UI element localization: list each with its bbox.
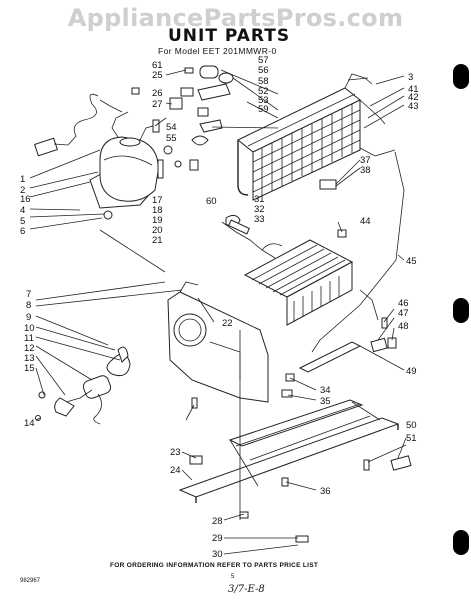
leader-lines	[29, 69, 407, 555]
callout-26: 26	[152, 88, 163, 99]
callout-46: 46	[398, 298, 409, 309]
part-code: 982967	[20, 578, 41, 584]
site-watermark: AppliancePartsPros.com	[67, 4, 404, 32]
diagram-title: UNIT PARTS	[168, 26, 291, 46]
callout-49: 49	[406, 366, 417, 377]
callout-56: 56	[258, 65, 269, 76]
callout-57: 57	[258, 55, 269, 66]
fan-shroud	[167, 281, 269, 403]
callout-11: 11	[24, 333, 34, 344]
callout-42: 42	[408, 92, 419, 103]
callout-55: 55	[166, 133, 177, 144]
callout-60: 60	[206, 196, 217, 207]
binder-hole-bottom	[453, 530, 469, 555]
callout-20: 20	[152, 225, 163, 236]
compressor	[89, 111, 159, 220]
callout-43: 43	[408, 101, 419, 112]
callout-9: 9	[26, 312, 31, 323]
callout-10: 10	[24, 323, 35, 334]
callout-25: 25	[152, 70, 163, 81]
callout-50: 50	[406, 420, 417, 431]
callout-17: 17	[152, 195, 163, 206]
handwritten-note: 3/7-E-8	[228, 584, 265, 595]
callout-3: 3	[408, 72, 413, 83]
condenser-coil	[237, 73, 396, 201]
callout-44: 44	[360, 216, 371, 227]
callout-22: 22	[222, 318, 233, 329]
callout-6: 6	[20, 226, 25, 237]
callout-8: 8	[26, 300, 31, 311]
callout-58: 58	[258, 76, 269, 87]
callout-59: 59	[258, 104, 269, 115]
relay-overload-parts	[131, 65, 234, 179]
binder-hole-middle	[453, 298, 469, 323]
callout-19: 19	[152, 215, 163, 226]
callout-24: 24	[170, 465, 181, 476]
callout-48: 48	[398, 321, 409, 332]
callout-5: 5	[20, 216, 25, 227]
callout-47: 47	[398, 308, 409, 319]
binder-hole-top	[453, 64, 469, 89]
drain-pan-parts	[189, 151, 412, 543]
callout-15: 15	[24, 363, 35, 374]
callout-29: 29	[212, 533, 223, 544]
fan-motor	[35, 346, 131, 425]
callout-54: 54	[166, 122, 177, 133]
callout-13: 13	[24, 353, 35, 364]
callout-2: 2	[20, 185, 25, 196]
ordering-note: FOR ORDERING INFORMATION REFER TO PARTS …	[110, 562, 319, 569]
callout-51: 51	[406, 433, 417, 444]
callout-1: 1	[20, 174, 25, 185]
callout-16: 16	[20, 194, 31, 205]
callout-52: 52	[258, 86, 269, 97]
callout-7: 7	[26, 289, 31, 300]
callout-33: 33	[254, 214, 265, 225]
callout-34: 34	[320, 385, 331, 396]
power-cord	[34, 93, 123, 157]
callout-45: 45	[406, 256, 417, 267]
reference-lines	[99, 229, 241, 520]
callout-4: 4	[20, 205, 25, 216]
callout-14: 14	[24, 418, 35, 429]
callout-numbers: 1 2 3 4 5 6 7 8 9 10 11 12 13 14 15 16 1…	[20, 55, 419, 560]
callout-37: 37	[360, 155, 371, 166]
callout-18: 18	[152, 205, 163, 216]
base-frame	[178, 399, 400, 503]
callout-36: 36	[320, 486, 331, 497]
callout-61: 61	[152, 60, 163, 71]
callout-23: 23	[170, 447, 181, 458]
callout-27: 27	[152, 99, 163, 110]
callout-32: 32	[254, 204, 265, 215]
callout-41: 41	[408, 84, 419, 95]
callout-35: 35	[320, 396, 331, 407]
callout-12: 12	[24, 343, 35, 354]
callout-30: 30	[212, 549, 223, 560]
callout-38: 38	[360, 165, 371, 176]
model-subtitle: For Model EET 201MMWR-0	[158, 46, 277, 56]
page-number: 5	[231, 574, 235, 580]
callout-31: 31	[254, 194, 265, 205]
callout-53: 53	[258, 95, 269, 106]
evaporator-coil	[221, 214, 354, 326]
callout-28: 28	[212, 516, 223, 527]
callout-21: 21	[152, 235, 163, 246]
